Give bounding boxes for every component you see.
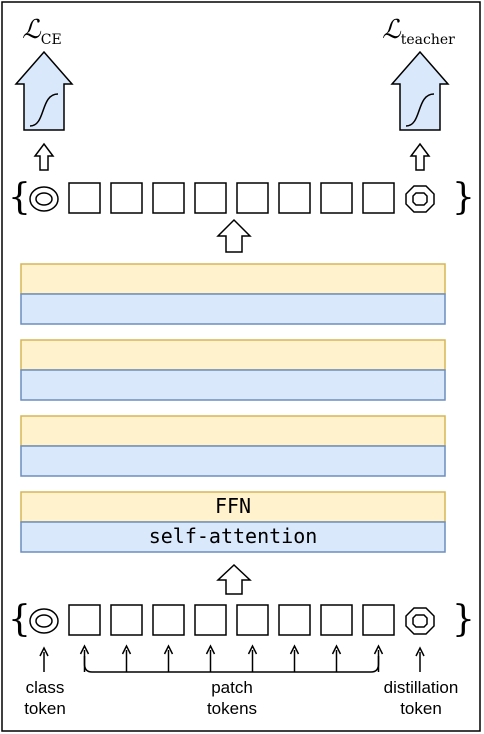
patch-arrowhead-icon [121,644,132,655]
loss-teacher-subscript: teacher [401,32,455,48]
patch-token-square [152,182,185,214]
patch-arrowhead-icon [163,644,174,655]
distillation-token-label-line1: distillation [384,678,459,697]
transformer-block [20,263,446,325]
output-right-brace: } [452,177,475,218]
distillation-token-octagon-icon [405,185,435,213]
patch-tokens-label-line1: patch [211,678,253,697]
patch-token-square [110,604,143,636]
input-class-token [29,608,59,634]
self-attention-layer [20,521,446,553]
ffn-layer [20,263,446,295]
class-token-arrowhead-icon [39,646,49,657]
ce-small-up-arrow-icon [33,142,55,171]
bottom-arrows [39,644,425,673]
output-class-token [29,186,59,212]
self-attention-layer [20,293,446,325]
input-distillation-token [405,607,435,635]
patch-arrowhead-icon [247,644,258,655]
class-token-inner-ring [35,614,53,628]
patch-arrowhead-icon [373,644,384,655]
transformer-block [20,339,446,401]
patch-token-square [278,182,311,214]
ffn-label: FFN [215,494,251,518]
patch-token-arrows [79,644,384,673]
self-attention-label: self-attention [149,524,318,548]
patch-arrowhead-icon [79,644,90,655]
loss-ce-symbol: ℒCE [22,15,62,48]
patch-arrowhead-icon [331,644,342,655]
loss-teacher-sigmoid-icon [405,93,435,127]
patch-token-square [320,182,353,214]
distillation-token-inner-octagon [412,192,428,206]
patch-token-square [236,604,269,636]
patch-token-square [320,604,353,636]
self-attention-layer [20,369,446,401]
input-token-row: { } [8,599,475,640]
transformer-block [20,415,446,477]
class-token-label-line1: class [26,678,65,697]
transformer-blocks: FFN self-attention [20,263,446,553]
input-block-up-arrow-icon [216,563,252,595]
patch-tokens-label-line2: tokens [207,699,257,718]
patch-token-square [152,604,185,636]
output-token-row: { } [8,177,475,218]
bottom-labels: class token patch tokens distillation to… [24,678,458,718]
patch-token-square [362,604,395,636]
output-patch-tokens [68,182,395,214]
distillation-token-octagon-icon [405,607,435,635]
ffn-layer [20,415,446,447]
loss-ce-subscript: CE [41,32,62,48]
loss-ce-group: ℒCE [14,15,74,131]
patch-token-square [194,182,227,214]
output-block-up-arrow-icon [216,218,252,253]
patch-arrowhead-icon [205,644,216,655]
transformer-block: FFN self-attention [20,491,446,553]
output-distillation-token [405,185,435,213]
loss-teacher-group: ℒteacher [382,15,455,131]
patch-token-square [68,182,101,214]
loss-ce-sigmoid-icon [29,93,59,127]
patch-token-square [110,182,143,214]
output-left-brace: { [8,177,31,218]
patch-token-square [236,182,269,214]
class-token-circle-icon [29,186,59,212]
input-patch-tokens [68,604,395,636]
class-token-label-line2: token [24,699,66,718]
patch-token-square [278,604,311,636]
input-left-brace: { [8,599,31,640]
distillation-token-label-line2: token [400,699,442,718]
input-right-brace: } [452,599,475,640]
distillation-token-inner-octagon [412,614,428,628]
loss-ce-block-arrow-icon [14,50,74,131]
ffn-layer [20,339,446,371]
loss-teacher-symbol: ℒteacher [382,15,455,48]
patch-arrow-bus [83,656,380,673]
patch-arrowhead-icon [289,644,300,655]
distillation-token-arrowhead-icon [415,646,425,657]
self-attention-layer [20,445,446,477]
patch-token-square [362,182,395,214]
patch-token-square [194,604,227,636]
class-token-circle-icon [29,608,59,634]
class-token-inner-ring [35,192,53,206]
patch-token-square [68,604,101,636]
teacher-small-up-arrow-icon [409,142,431,171]
loss-teacher-block-arrow-icon [390,50,450,131]
